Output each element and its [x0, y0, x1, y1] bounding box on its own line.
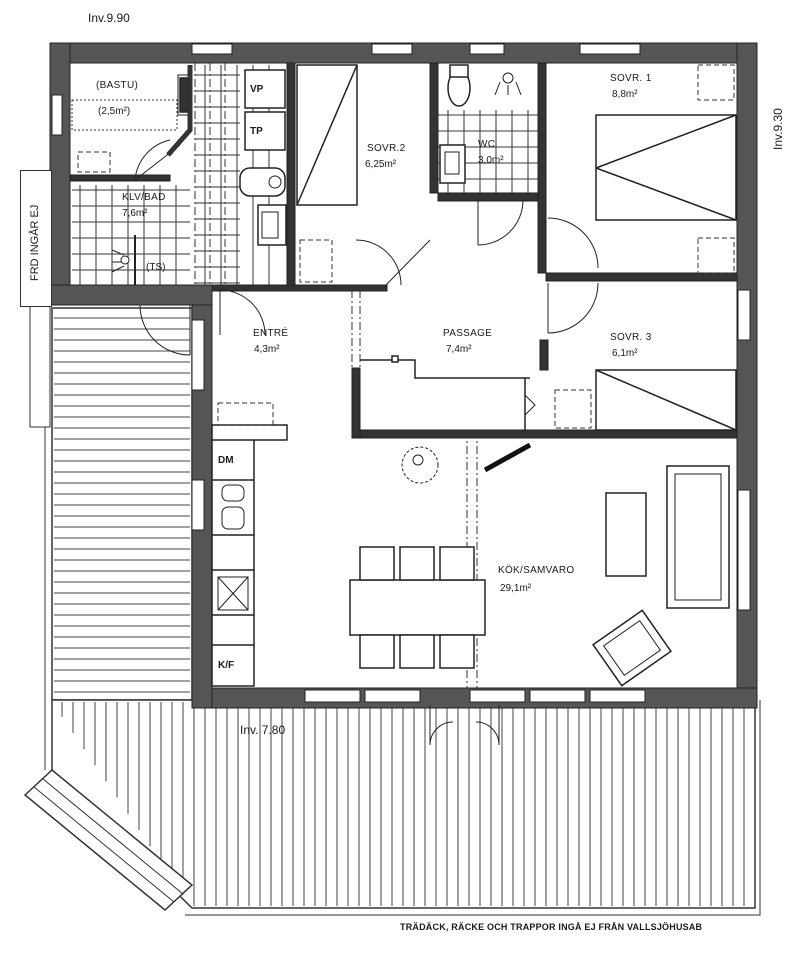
bedside-tables [299, 64, 735, 429]
interior-walls [69, 62, 738, 439]
hood [217, 402, 274, 426]
deck [23, 304, 761, 916]
bath-dashed-fixtures [71, 99, 178, 173]
living-furniture [592, 465, 730, 687]
kitchen [211, 424, 288, 687]
bath-fixtures [111, 65, 287, 285]
passage-storage [360, 355, 536, 430]
wc-fixtures [439, 64, 522, 184]
fireplace [401, 442, 532, 484]
doors [134, 139, 599, 746]
windows [51, 43, 751, 703]
beds [296, 64, 737, 431]
dining-set [349, 546, 486, 669]
